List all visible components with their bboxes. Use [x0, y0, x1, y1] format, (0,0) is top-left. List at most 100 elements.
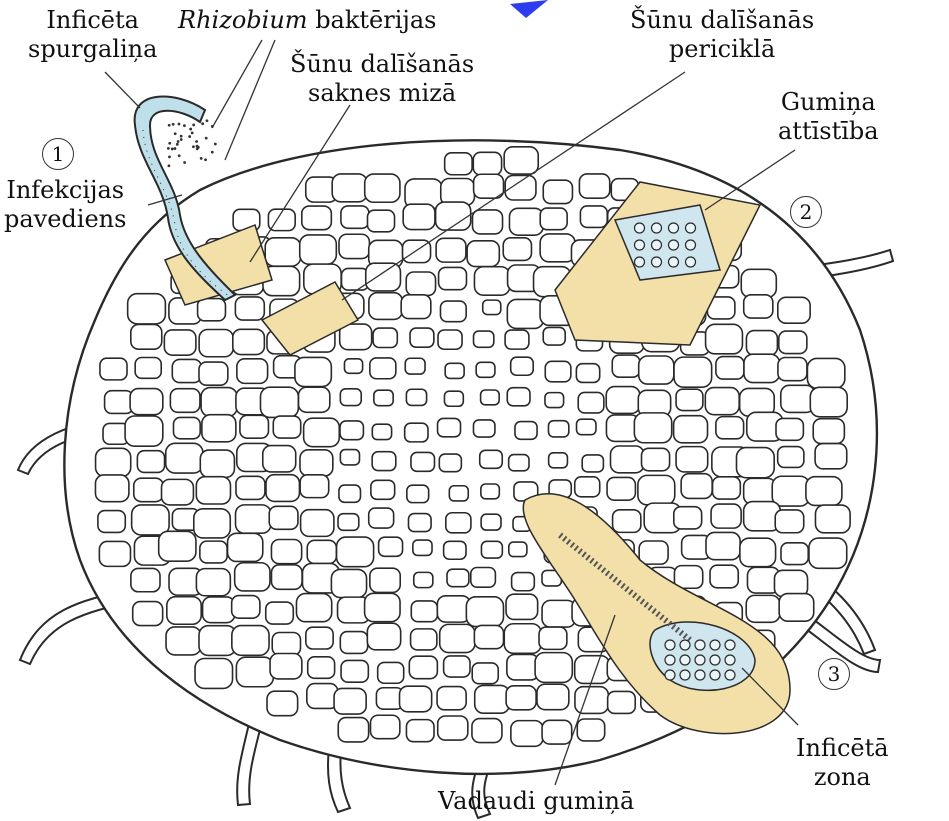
label-rhizobium-rest: baktērijas — [308, 6, 437, 34]
cell — [438, 418, 461, 436]
cell — [408, 514, 431, 532]
bacterium — [183, 161, 186, 164]
cell — [813, 419, 844, 444]
cell — [481, 484, 499, 499]
cell — [378, 662, 404, 683]
cell — [706, 532, 740, 559]
cell — [505, 330, 529, 349]
cell — [674, 566, 702, 589]
cell — [196, 477, 230, 504]
cell — [379, 537, 403, 556]
cell — [405, 358, 425, 374]
nucleus — [680, 670, 690, 680]
cell — [475, 685, 510, 713]
cell — [300, 475, 329, 498]
cell — [474, 331, 494, 347]
nucleus — [652, 240, 662, 250]
cell — [105, 391, 134, 414]
cell — [512, 573, 535, 591]
cell — [166, 627, 201, 655]
cell — [716, 357, 744, 379]
cell — [371, 480, 395, 499]
cell — [779, 331, 807, 353]
cell — [706, 324, 743, 353]
cell — [746, 331, 777, 356]
cell — [474, 625, 503, 648]
cell — [331, 569, 366, 597]
cell — [370, 568, 400, 592]
cell — [776, 418, 803, 440]
cell — [506, 594, 538, 619]
cell — [338, 718, 368, 742]
cell — [467, 241, 499, 267]
cell — [162, 479, 194, 505]
cell — [196, 569, 230, 596]
cell — [639, 356, 674, 384]
bacterium — [180, 138, 183, 141]
bacterium — [171, 148, 174, 151]
cell — [332, 174, 367, 202]
cell — [307, 684, 338, 709]
cell — [340, 389, 361, 406]
cell — [100, 358, 127, 380]
bacterium — [172, 123, 175, 126]
nucleus — [695, 640, 705, 650]
cell — [409, 656, 437, 678]
cell — [507, 388, 530, 406]
cell — [235, 297, 264, 320]
cell — [236, 476, 265, 499]
cell — [400, 686, 432, 712]
label-pericycle-cell-division: Šūnu dalīšanās periciklā — [630, 6, 814, 64]
cell — [199, 330, 233, 357]
label-infected-zone-line1: Inficētā — [796, 734, 889, 763]
cell — [472, 719, 502, 743]
cell — [445, 153, 472, 175]
stage-marker-3: 3 — [818, 658, 850, 690]
nucleus — [725, 640, 735, 650]
cell — [507, 654, 539, 680]
label-infection-thread-line1: Infekcijas — [4, 176, 126, 205]
cell — [367, 210, 394, 232]
cell — [194, 509, 230, 538]
cell — [172, 359, 201, 382]
cell — [676, 389, 703, 410]
bacterium — [200, 157, 203, 160]
cell — [810, 387, 847, 417]
cell — [296, 594, 331, 622]
cell — [681, 474, 712, 499]
bacterium — [178, 123, 181, 126]
cell — [374, 390, 393, 405]
cell — [301, 510, 334, 537]
label-infected-root-hair-line1: Inficēta — [28, 6, 157, 35]
cell — [472, 663, 498, 684]
cell — [444, 541, 466, 559]
cell — [135, 357, 161, 378]
cell — [266, 475, 299, 502]
cell — [338, 514, 359, 531]
cell — [815, 505, 850, 533]
cell — [543, 180, 572, 203]
nucleus — [695, 670, 705, 680]
cell — [545, 393, 564, 408]
cell — [535, 653, 572, 683]
cell — [483, 300, 501, 314]
cell — [481, 541, 502, 558]
cell — [371, 715, 400, 738]
cell — [270, 654, 302, 679]
cell — [340, 450, 359, 465]
cell — [716, 417, 744, 439]
cell — [267, 691, 298, 715]
cell — [439, 267, 467, 289]
cell — [307, 540, 336, 563]
cell — [606, 387, 640, 414]
cell — [414, 572, 433, 587]
bacterium — [201, 122, 204, 125]
cell — [203, 597, 235, 623]
cell — [446, 513, 471, 533]
cell — [474, 174, 504, 198]
cell — [437, 596, 470, 622]
cell — [806, 477, 842, 506]
bacterium — [206, 119, 209, 122]
cell — [772, 476, 809, 506]
nucleus — [669, 240, 679, 250]
